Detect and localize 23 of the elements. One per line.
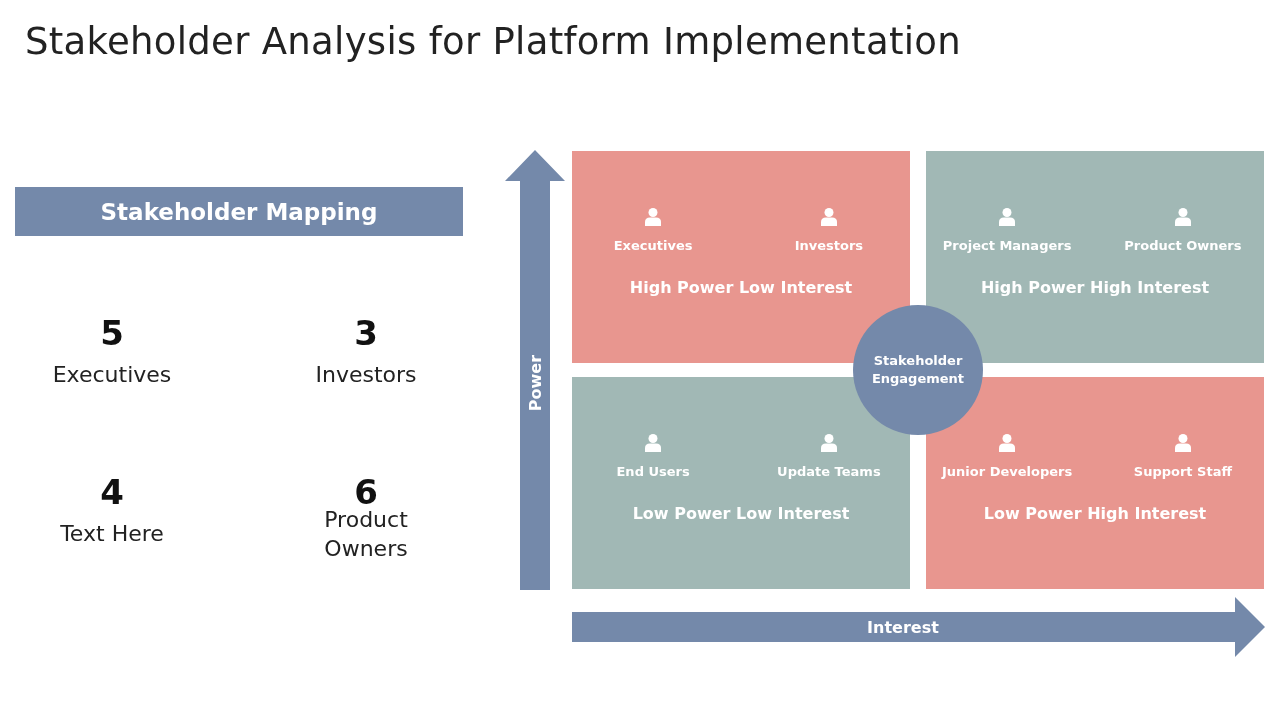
stat-number: 4 bbox=[100, 472, 124, 512]
circle-label: Stakeholder Engagement bbox=[870, 352, 966, 388]
section-header: Stakeholder Mapping bbox=[15, 187, 463, 236]
person-name: Support Staff bbox=[1133, 463, 1232, 479]
stat-label: Executives bbox=[52, 360, 172, 389]
person-name: Executives bbox=[613, 237, 693, 253]
person-name: Junior Developers bbox=[942, 463, 1073, 479]
person-name: End Users bbox=[616, 463, 690, 479]
quadrant-label: High Power Low Interest bbox=[629, 277, 853, 297]
person-name: Project Managers bbox=[942, 237, 1072, 253]
quadrant-label: High Power High Interest bbox=[980, 277, 1210, 297]
person-name: Investors bbox=[794, 237, 864, 253]
quadrant-label: Low Power Low Interest bbox=[632, 503, 850, 523]
axis-label: Power bbox=[525, 354, 545, 412]
stat-number: 5 bbox=[100, 313, 124, 353]
stat-number: 3 bbox=[354, 313, 378, 353]
person-name: Update Teams bbox=[777, 463, 881, 479]
slide-title: Stakeholder Analysis for Platform Implementation bbox=[25, 20, 961, 63]
axis-label: Interest bbox=[867, 617, 939, 637]
person-name: Product Owners bbox=[1124, 237, 1242, 253]
quadrant-label: Low Power High Interest bbox=[983, 503, 1207, 523]
stat-label: Text Here bbox=[60, 519, 164, 548]
stat-label: Investors bbox=[315, 360, 417, 389]
